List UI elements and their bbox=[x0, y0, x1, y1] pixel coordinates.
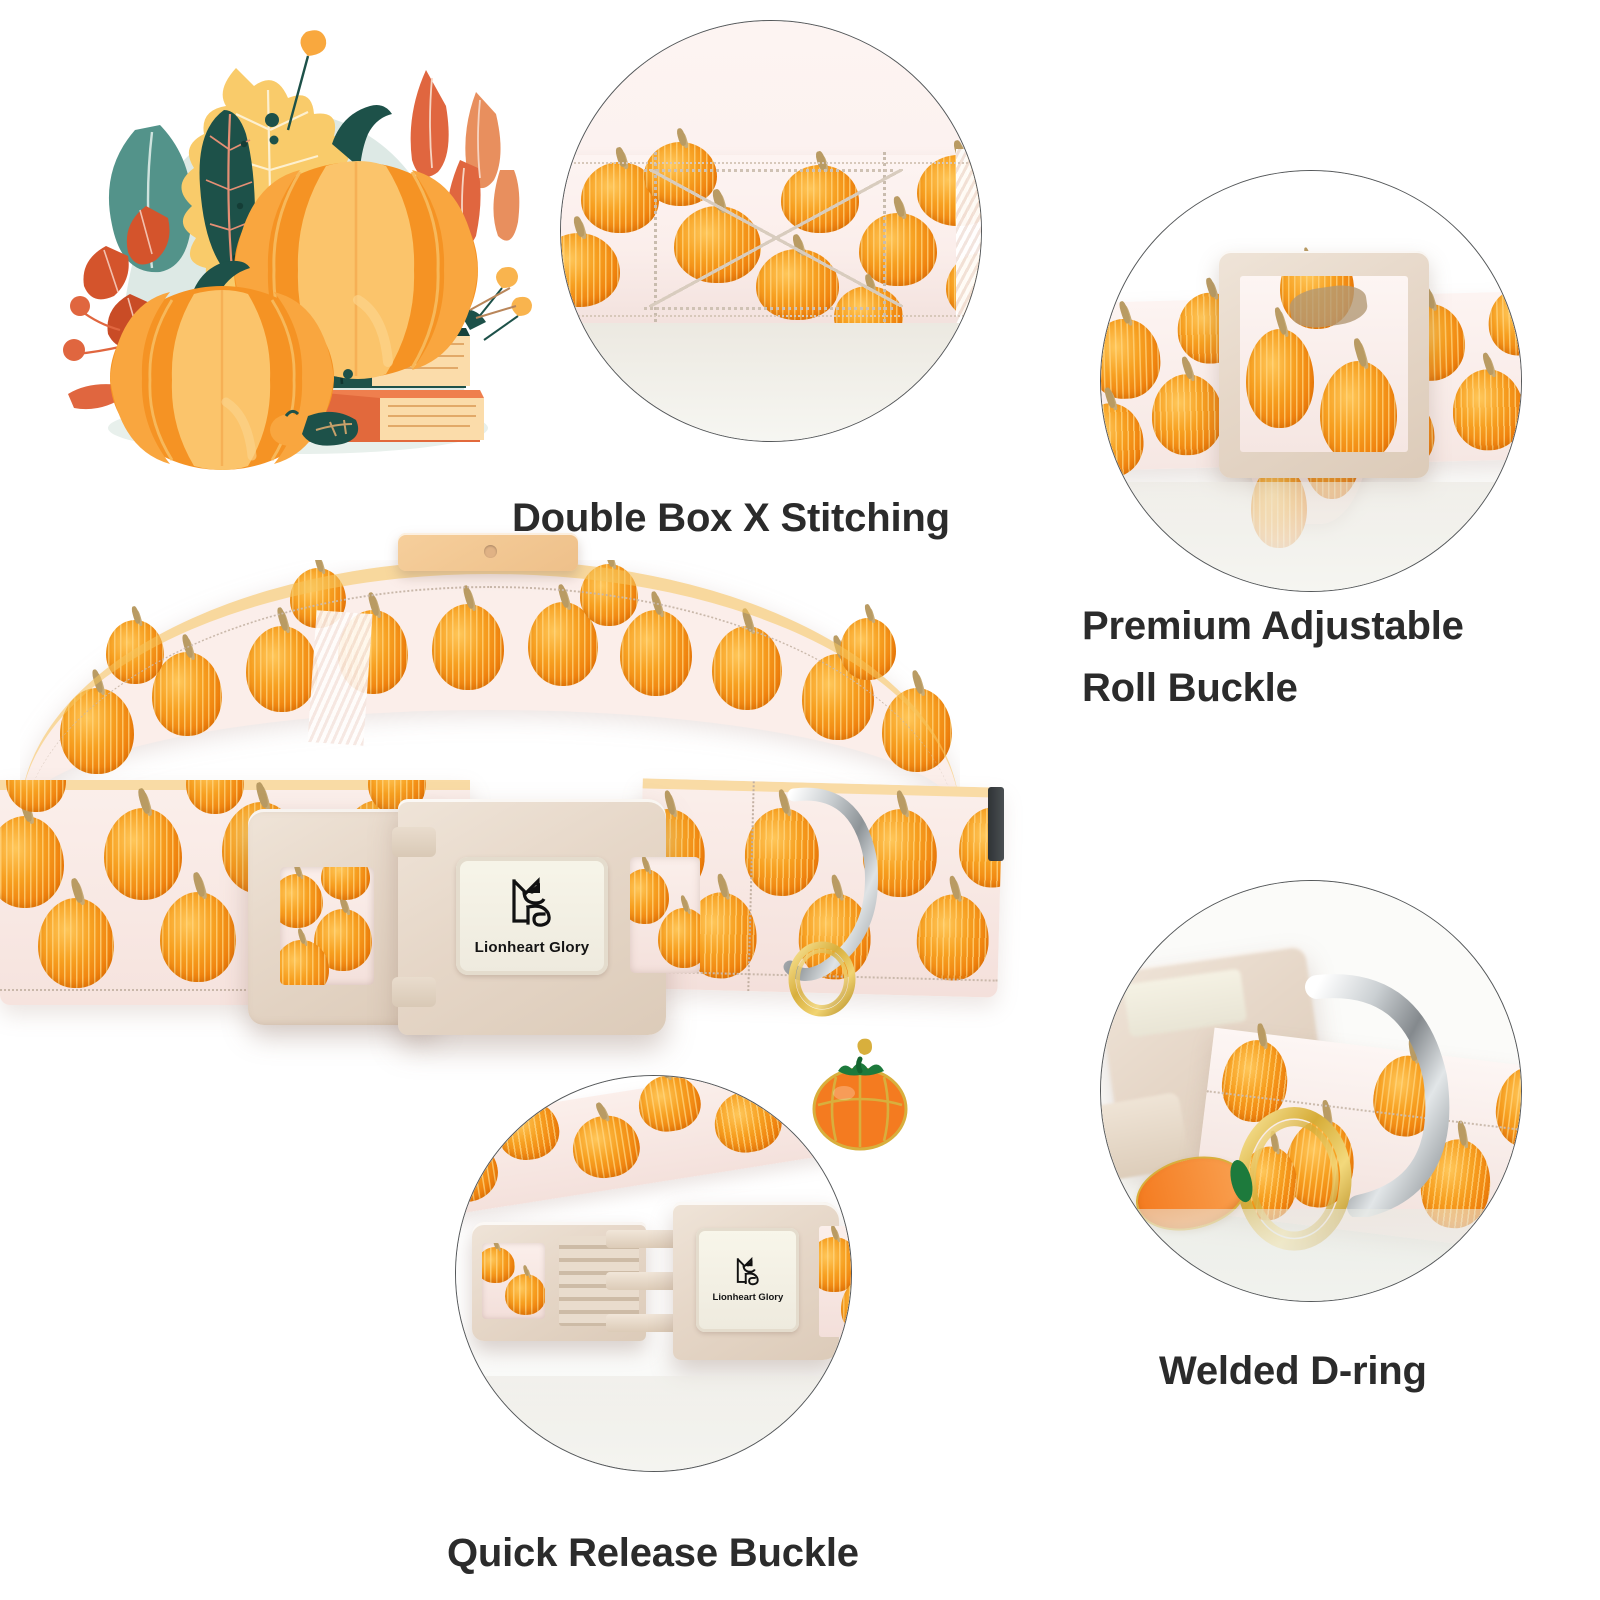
lion-dog-head-logo-icon bbox=[512, 876, 551, 927]
logo-plate-small-text: Lionheart Glory bbox=[712, 1291, 784, 1303]
autumn-pumpkins-books-illustration bbox=[40, 10, 540, 480]
lion-dog-head-logo-icon bbox=[736, 1256, 759, 1286]
strap-end-tip bbox=[988, 787, 1004, 861]
photo-double-box-x-stitching bbox=[560, 20, 982, 442]
caption-quick-release-buckle: Quick Release Buckle bbox=[447, 1531, 859, 1575]
strap-window-left bbox=[482, 1243, 545, 1320]
logo-plate-text: Lionheart Glory bbox=[474, 938, 590, 956]
fabric-strap bbox=[561, 141, 981, 344]
stitch-line-bottom bbox=[644, 306, 893, 310]
buckle-strap-window-left bbox=[280, 867, 374, 985]
logo-plate-small: Lionheart Glory bbox=[696, 1227, 800, 1332]
photo-welded-d-ring bbox=[1100, 880, 1522, 1302]
d-ring-silver bbox=[1304, 974, 1449, 1217]
buckle-male-half-open: Lionheart Glory bbox=[673, 1202, 840, 1361]
photo-premium-adjustable-roll-buckle bbox=[1100, 170, 1522, 592]
pumpkin-charm-partial bbox=[819, 1099, 851, 1148]
stitch-x-cross bbox=[649, 168, 903, 307]
slider-pin bbox=[484, 545, 497, 558]
roll-buckle-slider bbox=[398, 533, 578, 571]
collar-upper-band bbox=[20, 560, 960, 860]
roll-buckle-window bbox=[1239, 276, 1408, 453]
buckle-prongs bbox=[606, 1206, 693, 1356]
photo-quick-release-buckle: Lionheart Glory bbox=[455, 1075, 852, 1472]
quick-release-buckle: Lionheart Glory bbox=[248, 795, 700, 1040]
buckle-male-half: Lionheart Glory bbox=[392, 799, 666, 1035]
caption-welded-d-ring: Welded D-ring bbox=[1159, 1349, 1427, 1393]
buckle-female-half-open bbox=[471, 1222, 646, 1341]
caption-double-box-x-stitching: Double Box X Stitching bbox=[512, 496, 950, 540]
serged-edge bbox=[956, 148, 981, 331]
logo-plate-blurred bbox=[1123, 968, 1248, 1037]
welded-d-ring bbox=[770, 783, 900, 1033]
logo-plate: Lionheart Glory bbox=[456, 857, 608, 975]
caption-premium-adjustable-roll-buckle: Premium Adjustable Roll Buckle bbox=[1082, 604, 1464, 710]
buckle-strap-window-right bbox=[630, 857, 700, 973]
strap-window-right bbox=[819, 1226, 851, 1337]
main-product-photo-pumpkin-dog-collar: Lionheart Glory bbox=[0, 525, 1010, 1185]
